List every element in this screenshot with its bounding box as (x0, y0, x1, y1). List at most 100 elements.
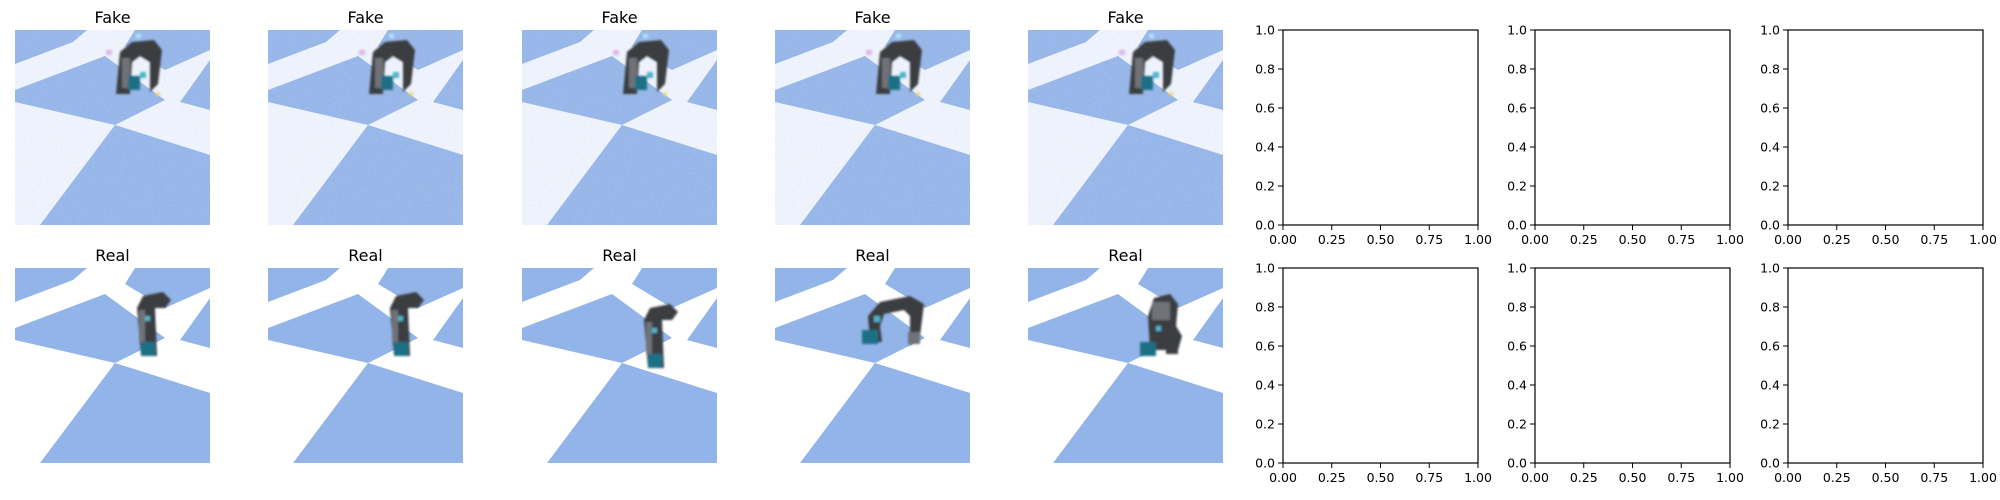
gan-artifact (896, 34, 901, 38)
y-tick-label: 0.8 (1760, 300, 1780, 315)
robot-arm (862, 296, 924, 346)
y-tick-label: 0.8 (1255, 300, 1275, 315)
x-tick-label: 0.25 (1823, 232, 1851, 247)
robot-arm-gripper (1141, 76, 1153, 90)
floor-tile-blue (433, 298, 463, 348)
y-tick-label: 0.2 (1255, 179, 1275, 194)
y-tick-label: 0.4 (1255, 140, 1275, 155)
floor-tile-blue (125, 268, 210, 308)
floor-tile-blue (775, 268, 847, 302)
robot-arm (137, 292, 171, 356)
gan-artifact (1119, 50, 1125, 55)
image-title: Fake (854, 8, 890, 27)
robot-arm (866, 34, 922, 96)
image-title: Real (1108, 246, 1143, 265)
floor-tile-blue (632, 268, 717, 308)
robot-arm (106, 34, 162, 96)
y-tick-label: 0.4 (1507, 378, 1527, 393)
robot-arm-gripper (381, 76, 393, 90)
y-tick-label: 0.2 (1760, 179, 1780, 194)
fake-image (522, 30, 717, 225)
x-tick-label: 0.50 (1872, 232, 1900, 247)
gan-artifact (106, 50, 112, 55)
y-tick-label: 0.8 (1760, 62, 1780, 77)
robot-arm-gripper (888, 76, 900, 90)
y-tick-label: 1.0 (1255, 23, 1275, 38)
y-tick-label: 0.6 (1507, 101, 1527, 116)
robot-arm-light (1156, 326, 1161, 331)
gan-noise (522, 30, 717, 225)
x-tick-label: 0.50 (1367, 470, 1395, 485)
y-tick-label: 0.0 (1507, 456, 1527, 471)
y-tick-label: 0.0 (1255, 456, 1275, 471)
y-tick-label: 1.0 (1507, 261, 1527, 276)
robot-arm (644, 304, 678, 368)
fake-image (775, 30, 970, 225)
gan-artifact (359, 50, 365, 55)
floor-tile-blue (268, 294, 418, 363)
real-image (522, 268, 717, 463)
floor-tile-blue (268, 268, 340, 302)
y-tick-label: 0.4 (1255, 378, 1275, 393)
robot-arm-joint (882, 58, 890, 88)
y-tick-label: 0.6 (1760, 101, 1780, 116)
gan-noise (15, 30, 210, 225)
floor-tile-blue (180, 298, 210, 348)
gan-artifact (136, 34, 141, 38)
gan-artifact (643, 34, 648, 38)
y-tick-label: 1.0 (1255, 261, 1275, 276)
robot-arm-gripper (635, 76, 647, 90)
gan-artifact (156, 92, 160, 96)
robot-arm-joint (629, 58, 637, 88)
y-tick-label: 0.6 (1255, 339, 1275, 354)
x-tick-label: 0.75 (1920, 470, 1948, 485)
x-tick-label: 0.25 (1570, 232, 1598, 247)
floor-tile-blue (15, 268, 87, 302)
robot-arm-link (137, 292, 171, 356)
robot-arm-gripper (141, 342, 155, 356)
image-title: Real (348, 246, 383, 265)
x-tick-label: 0.00 (1774, 470, 1802, 485)
gan-artifact (866, 50, 872, 55)
x-tick-label: 1.00 (1716, 232, 1744, 247)
x-tick-label: 0.75 (1667, 470, 1695, 485)
y-tick-label: 0.2 (1507, 417, 1527, 432)
x-tick-label: 1.00 (1464, 470, 1492, 485)
gan-artifact (613, 50, 619, 55)
x-tick-label: 0.25 (1318, 470, 1346, 485)
floor-tile-blue (15, 294, 165, 363)
axes-frame (1534, 267, 1731, 464)
y-tick-label: 0.4 (1507, 140, 1527, 155)
y-tick-label: 0.8 (1507, 62, 1527, 77)
y-tick-label: 0.2 (1255, 417, 1275, 432)
x-tick-label: 0.75 (1667, 232, 1695, 247)
robot-arm-light (140, 72, 146, 78)
y-tick-label: 0.0 (1507, 218, 1527, 233)
x-tick-label: 0.75 (1415, 470, 1443, 485)
image-title: Fake (347, 8, 383, 27)
robot-arm-light (874, 316, 880, 322)
x-tick-label: 0.00 (1521, 232, 1549, 247)
x-tick-label: 0.25 (1318, 232, 1346, 247)
y-tick-label: 0.0 (1760, 456, 1780, 471)
y-tick-label: 0.4 (1760, 140, 1780, 155)
y-tick-label: 0.4 (1760, 378, 1780, 393)
robot-arm-light (145, 316, 150, 321)
robot-arm (359, 34, 415, 96)
real-image (1028, 268, 1223, 463)
x-tick-label: 0.50 (1619, 232, 1647, 247)
x-tick-label: 0.50 (1872, 470, 1900, 485)
image-title: Real (95, 246, 130, 265)
robot-arm-light (652, 328, 657, 333)
robot-arm (1119, 34, 1175, 96)
robot-arm (1140, 294, 1182, 356)
floor-tile-blue (40, 363, 210, 463)
robot-arm-base (1166, 344, 1178, 354)
y-tick-label: 1.0 (1760, 23, 1780, 38)
y-tick-label: 0.8 (1507, 300, 1527, 315)
x-tick-label: 1.00 (1716, 470, 1744, 485)
